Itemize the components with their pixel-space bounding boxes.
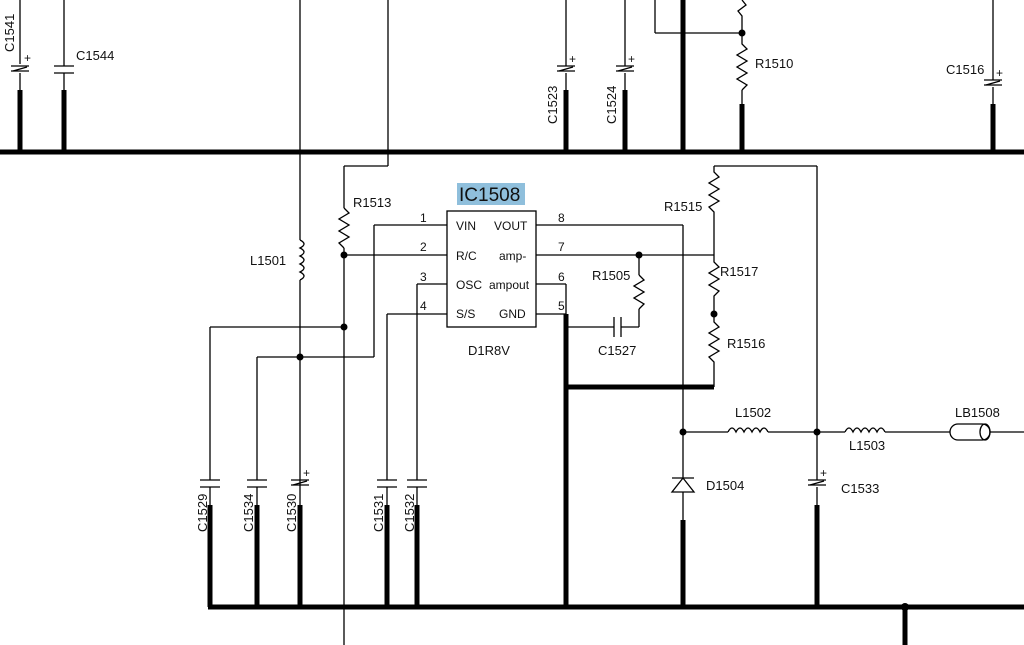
label-c1532: C1532 <box>402 494 417 532</box>
junction-dot <box>738 29 746 37</box>
capacitor-c1529 <box>200 479 220 607</box>
capacitor-c1544 <box>54 0 74 152</box>
label-l1501: L1501 <box>250 253 286 268</box>
resistor-r1516 <box>707 314 721 387</box>
label-c1523: C1523 <box>545 86 560 124</box>
ic-part-number: D1R8V <box>468 343 510 358</box>
svg-text:2: 2 <box>420 240 427 254</box>
label-r1513: R1513 <box>353 195 391 210</box>
ic-body <box>446 210 537 328</box>
ferrite-bead-lb1508 <box>949 423 1024 441</box>
svg-text:VOUT: VOUT <box>494 219 528 233</box>
junction-dot <box>340 323 348 331</box>
resistor-r1515 <box>707 166 721 235</box>
capacitor-c1534 <box>247 479 267 607</box>
capacitor-c1531 <box>377 479 397 607</box>
ic-pin-7: 7 amp- <box>499 240 565 263</box>
svg-text:3: 3 <box>420 270 427 284</box>
junction-dot <box>296 353 304 361</box>
svg-text:5: 5 <box>558 299 565 313</box>
ic-pin-4: 4 S/S <box>420 299 475 321</box>
label-c1533: C1533 <box>841 481 879 496</box>
capacitor-c1533: + <box>808 432 827 607</box>
ic-pin-5: 5 GND <box>499 299 565 321</box>
svg-text:1: 1 <box>420 211 427 225</box>
polarity-mark: + <box>820 466 827 480</box>
ic-pin-1: 1 VIN <box>420 211 476 233</box>
svg-text:amp-: amp- <box>499 249 526 263</box>
junction-dot <box>901 603 909 611</box>
label-c1524: C1524 <box>604 86 619 124</box>
junction-dot <box>679 428 687 436</box>
svg-text:R/C: R/C <box>456 249 477 263</box>
capacitor-c1523: + <box>557 0 576 152</box>
label-r1510: R1510 <box>755 56 793 71</box>
polarity-mark: + <box>628 52 635 66</box>
label-r1517: R1517 <box>720 264 758 279</box>
label-c1529: C1529 <box>195 494 210 532</box>
ic-name-highlight <box>457 183 525 205</box>
label-c1530: C1530 <box>284 494 299 532</box>
capacitor-c1530: + <box>291 466 310 607</box>
ic-name: IC1508 <box>459 185 520 206</box>
capacitor-c1541: + <box>11 0 31 152</box>
label-c1527: C1527 <box>598 343 636 358</box>
ic-pin-2: 2 R/C <box>420 240 477 263</box>
label-c1541: C1541 <box>2 14 17 52</box>
svg-text:4: 4 <box>420 299 427 313</box>
polarity-mark: + <box>303 466 310 480</box>
capacitor-c1532 <box>407 479 427 607</box>
svg-text:OSC: OSC <box>456 278 482 292</box>
svg-text:GND: GND <box>499 307 526 321</box>
label-r1516: R1516 <box>727 336 765 351</box>
svg-text:S/S: S/S <box>456 307 475 321</box>
svg-text:7: 7 <box>558 240 565 254</box>
label-c1531: C1531 <box>371 494 386 532</box>
resistor-r1517 <box>707 235 721 314</box>
polarity-mark: + <box>996 66 1003 80</box>
junction-dot <box>340 251 348 259</box>
capacitor-c1516: + <box>984 0 1003 152</box>
label-l1503: L1503 <box>849 438 885 453</box>
svg-text:8: 8 <box>558 211 565 225</box>
capacitor-c1524: + <box>616 0 635 152</box>
inductor-l1503 <box>844 427 950 434</box>
label-c1544: C1544 <box>76 48 114 63</box>
svg-text:ampout: ampout <box>489 278 530 292</box>
svg-text:6: 6 <box>558 270 565 284</box>
resistor-r1505 <box>632 255 646 327</box>
inductor-l1502 <box>727 427 845 434</box>
ic-pin-8: 8 VOUT <box>494 211 565 233</box>
svg-text:VIN: VIN <box>456 219 476 233</box>
polarity-mark: + <box>24 51 31 65</box>
resistor-r1513 <box>337 166 351 645</box>
label-d1504: D1504 <box>706 478 744 493</box>
label-c1516: C1516 <box>946 62 984 77</box>
ic-pin-3: 3 OSC <box>420 270 482 292</box>
label-r1515: R1515 <box>664 199 702 214</box>
resistor-r1510 <box>735 0 749 152</box>
label-l1502: L1502 <box>735 405 771 420</box>
diode-d1504 <box>670 476 696 607</box>
label-c1534: C1534 <box>241 494 256 532</box>
ic-pin-6: 6 ampout <box>489 270 565 292</box>
label-lb1508: LB1508 <box>955 405 1000 420</box>
capacitor-c1527 <box>613 317 639 337</box>
polarity-mark: + <box>569 52 576 66</box>
label-r1505: R1505 <box>592 268 630 283</box>
